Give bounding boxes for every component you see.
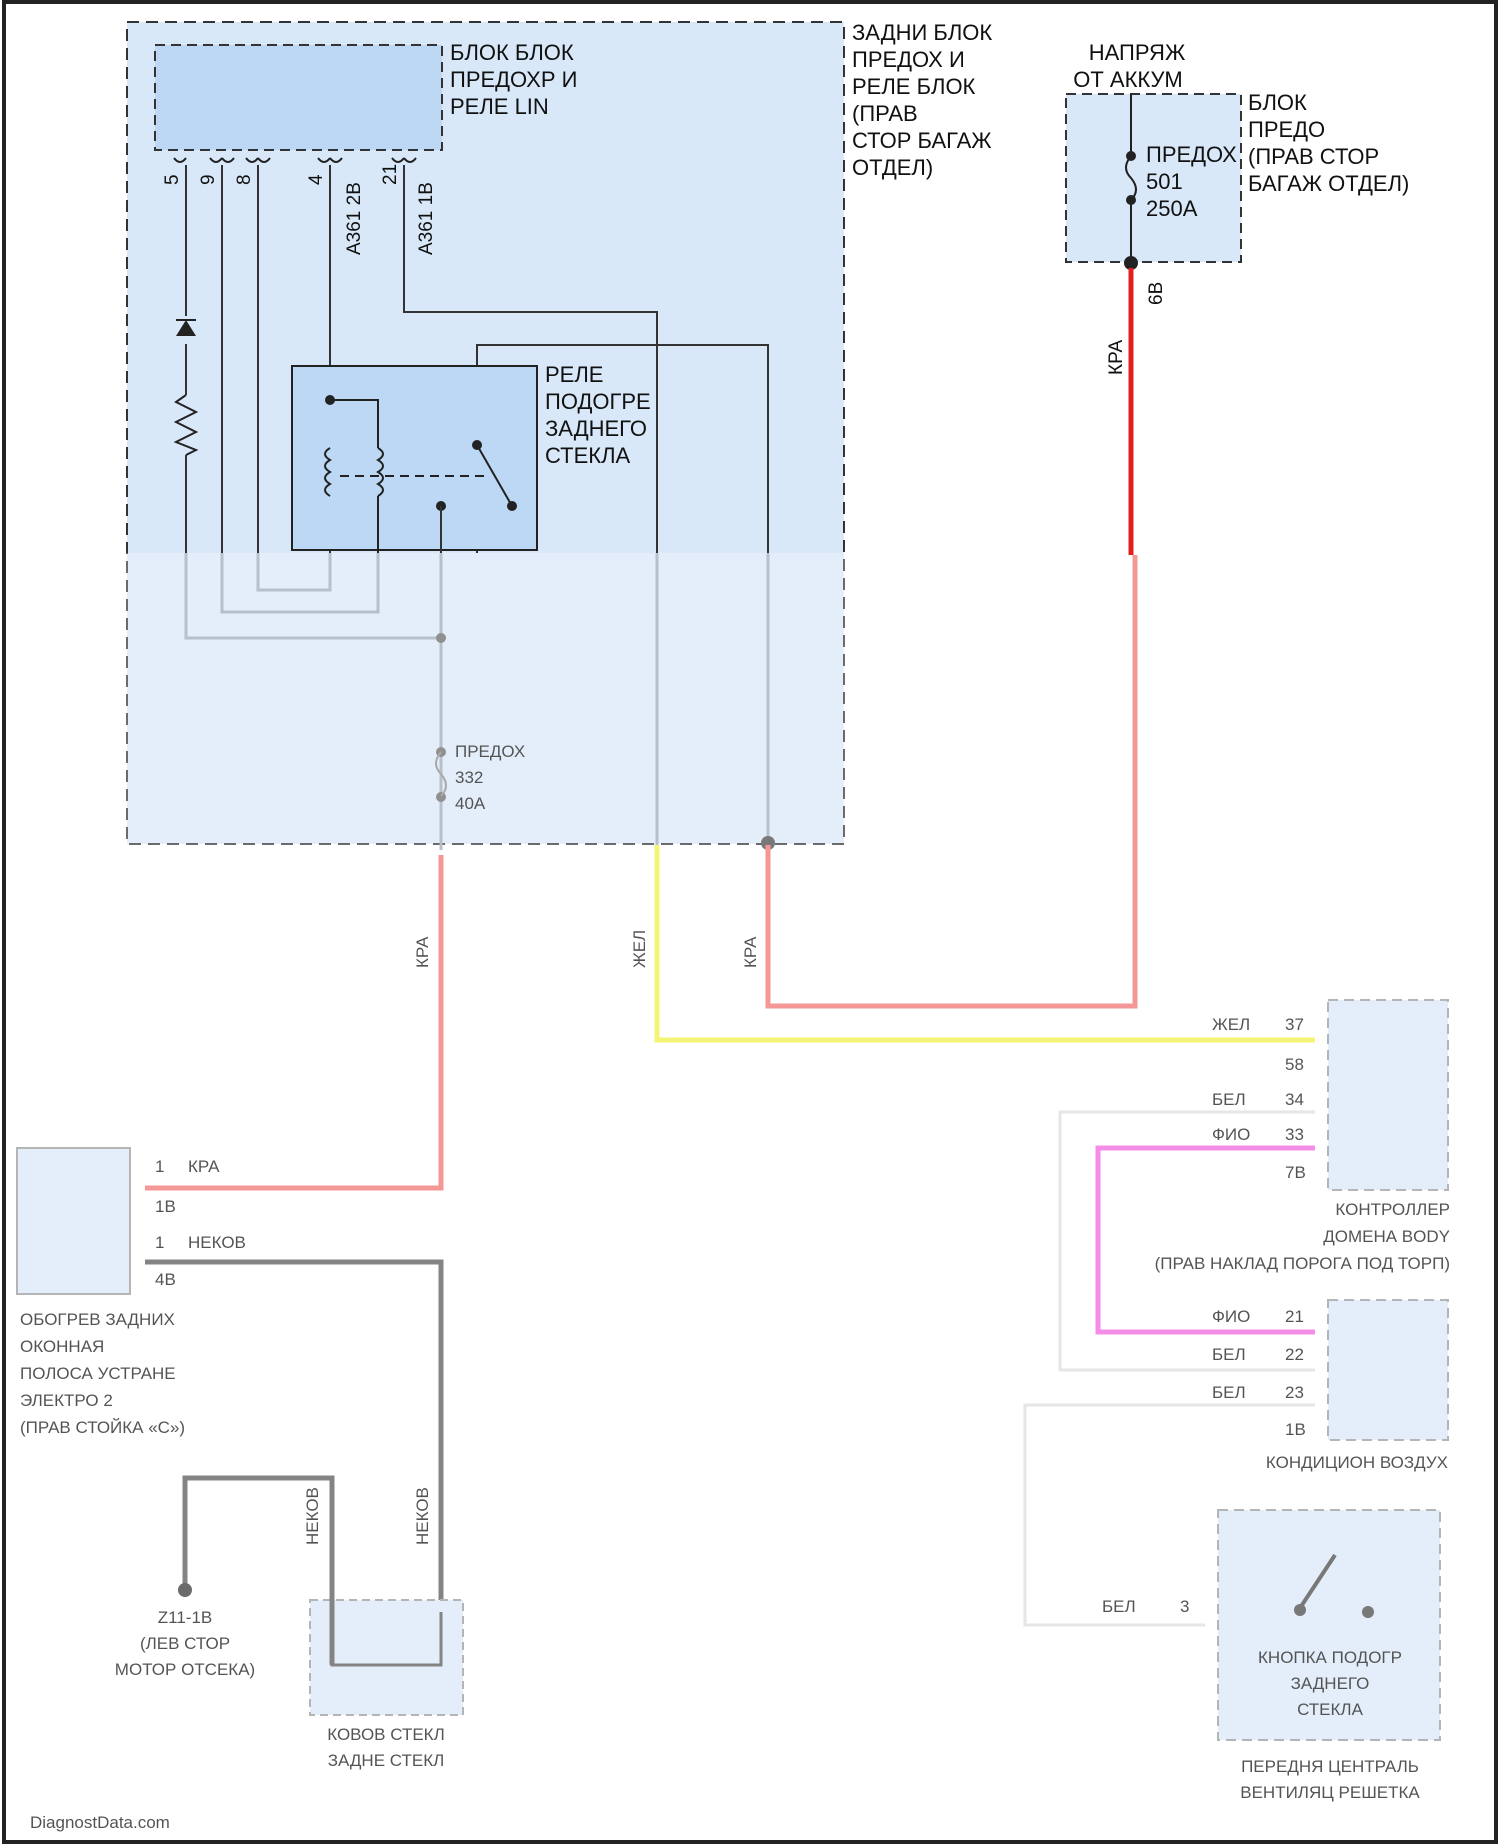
svg-text:ОТДЕЛ): ОТДЕЛ) — [852, 155, 933, 180]
fuse-block-exit-node — [1124, 256, 1138, 270]
svg-text:21: 21 — [380, 164, 401, 185]
svg-text:9: 9 — [198, 174, 219, 185]
svg-text:ЗАДНИ БЛОК: ЗАДНИ БЛОК — [852, 20, 992, 45]
relay-switch-contact — [507, 501, 517, 511]
svg-text:ПРЕДО: ПРЕДО — [1248, 117, 1325, 142]
svg-text:СТЕКЛА: СТЕКЛА — [545, 443, 631, 468]
blur-veil — [6, 553, 1494, 1839]
svg-text:ПРЕДОХ И: ПРЕДОХ И — [852, 47, 965, 72]
lin-module-box — [155, 45, 442, 150]
fuse-501-node-bottom — [1126, 195, 1136, 205]
svg-text:БАГАЖ ОТДЕЛ): БАГАЖ ОТДЕЛ) — [1248, 171, 1409, 196]
fuse-block-pin-6b: 6B — [1146, 282, 1167, 305]
svg-text:БЛОК БЛОК: БЛОК БЛОК — [450, 40, 574, 65]
svg-text:ПОДОГРЕ: ПОДОГРЕ — [545, 389, 651, 414]
svg-text:ПРЕДОХР И: ПРЕДОХР И — [450, 67, 577, 92]
relay-switch-pivot — [472, 440, 482, 450]
svg-text:РЕЛЕ БЛОК: РЕЛЕ БЛОК — [852, 74, 976, 99]
svg-text:НАПРЯЖ: НАПРЯЖ — [1089, 40, 1186, 65]
svg-text:(ПРАВ СТОР: (ПРАВ СТОР — [1248, 144, 1379, 169]
svg-text:8: 8 — [234, 174, 255, 185]
svg-text:A361 1B: A361 1B — [416, 182, 437, 255]
svg-text:5: 5 — [162, 174, 183, 185]
svg-text:БЛОК: БЛОК — [1248, 90, 1307, 115]
battery-wire-color: КРА — [1106, 340, 1127, 375]
svg-text:250A: 250A — [1146, 196, 1198, 221]
svg-text:РЕЛЕ: РЕЛЕ — [545, 362, 603, 387]
svg-text:4: 4 — [306, 174, 327, 185]
svg-text:ОТ АККУМ: ОТ АККУМ — [1073, 67, 1183, 92]
svg-text:ПРЕДОХ: ПРЕДОХ — [1146, 142, 1237, 167]
svg-text:A361 2B: A361 2B — [344, 182, 365, 255]
svg-text:501: 501 — [1146, 169, 1183, 194]
resistor-symbol — [174, 395, 198, 455]
svg-text:РЕЛЕ LIN: РЕЛЕ LIN — [450, 94, 549, 119]
relay-node-top — [325, 395, 335, 405]
svg-text:СТОР БАГАЖ: СТОР БАГАЖ — [852, 128, 992, 153]
svg-text:(ПРАВ: (ПРАВ — [852, 101, 918, 126]
fuse-501-node-top — [1126, 151, 1136, 161]
svg-text:ЗАДНЕГО: ЗАДНЕГО — [545, 416, 647, 441]
diode-symbol — [176, 316, 196, 344]
